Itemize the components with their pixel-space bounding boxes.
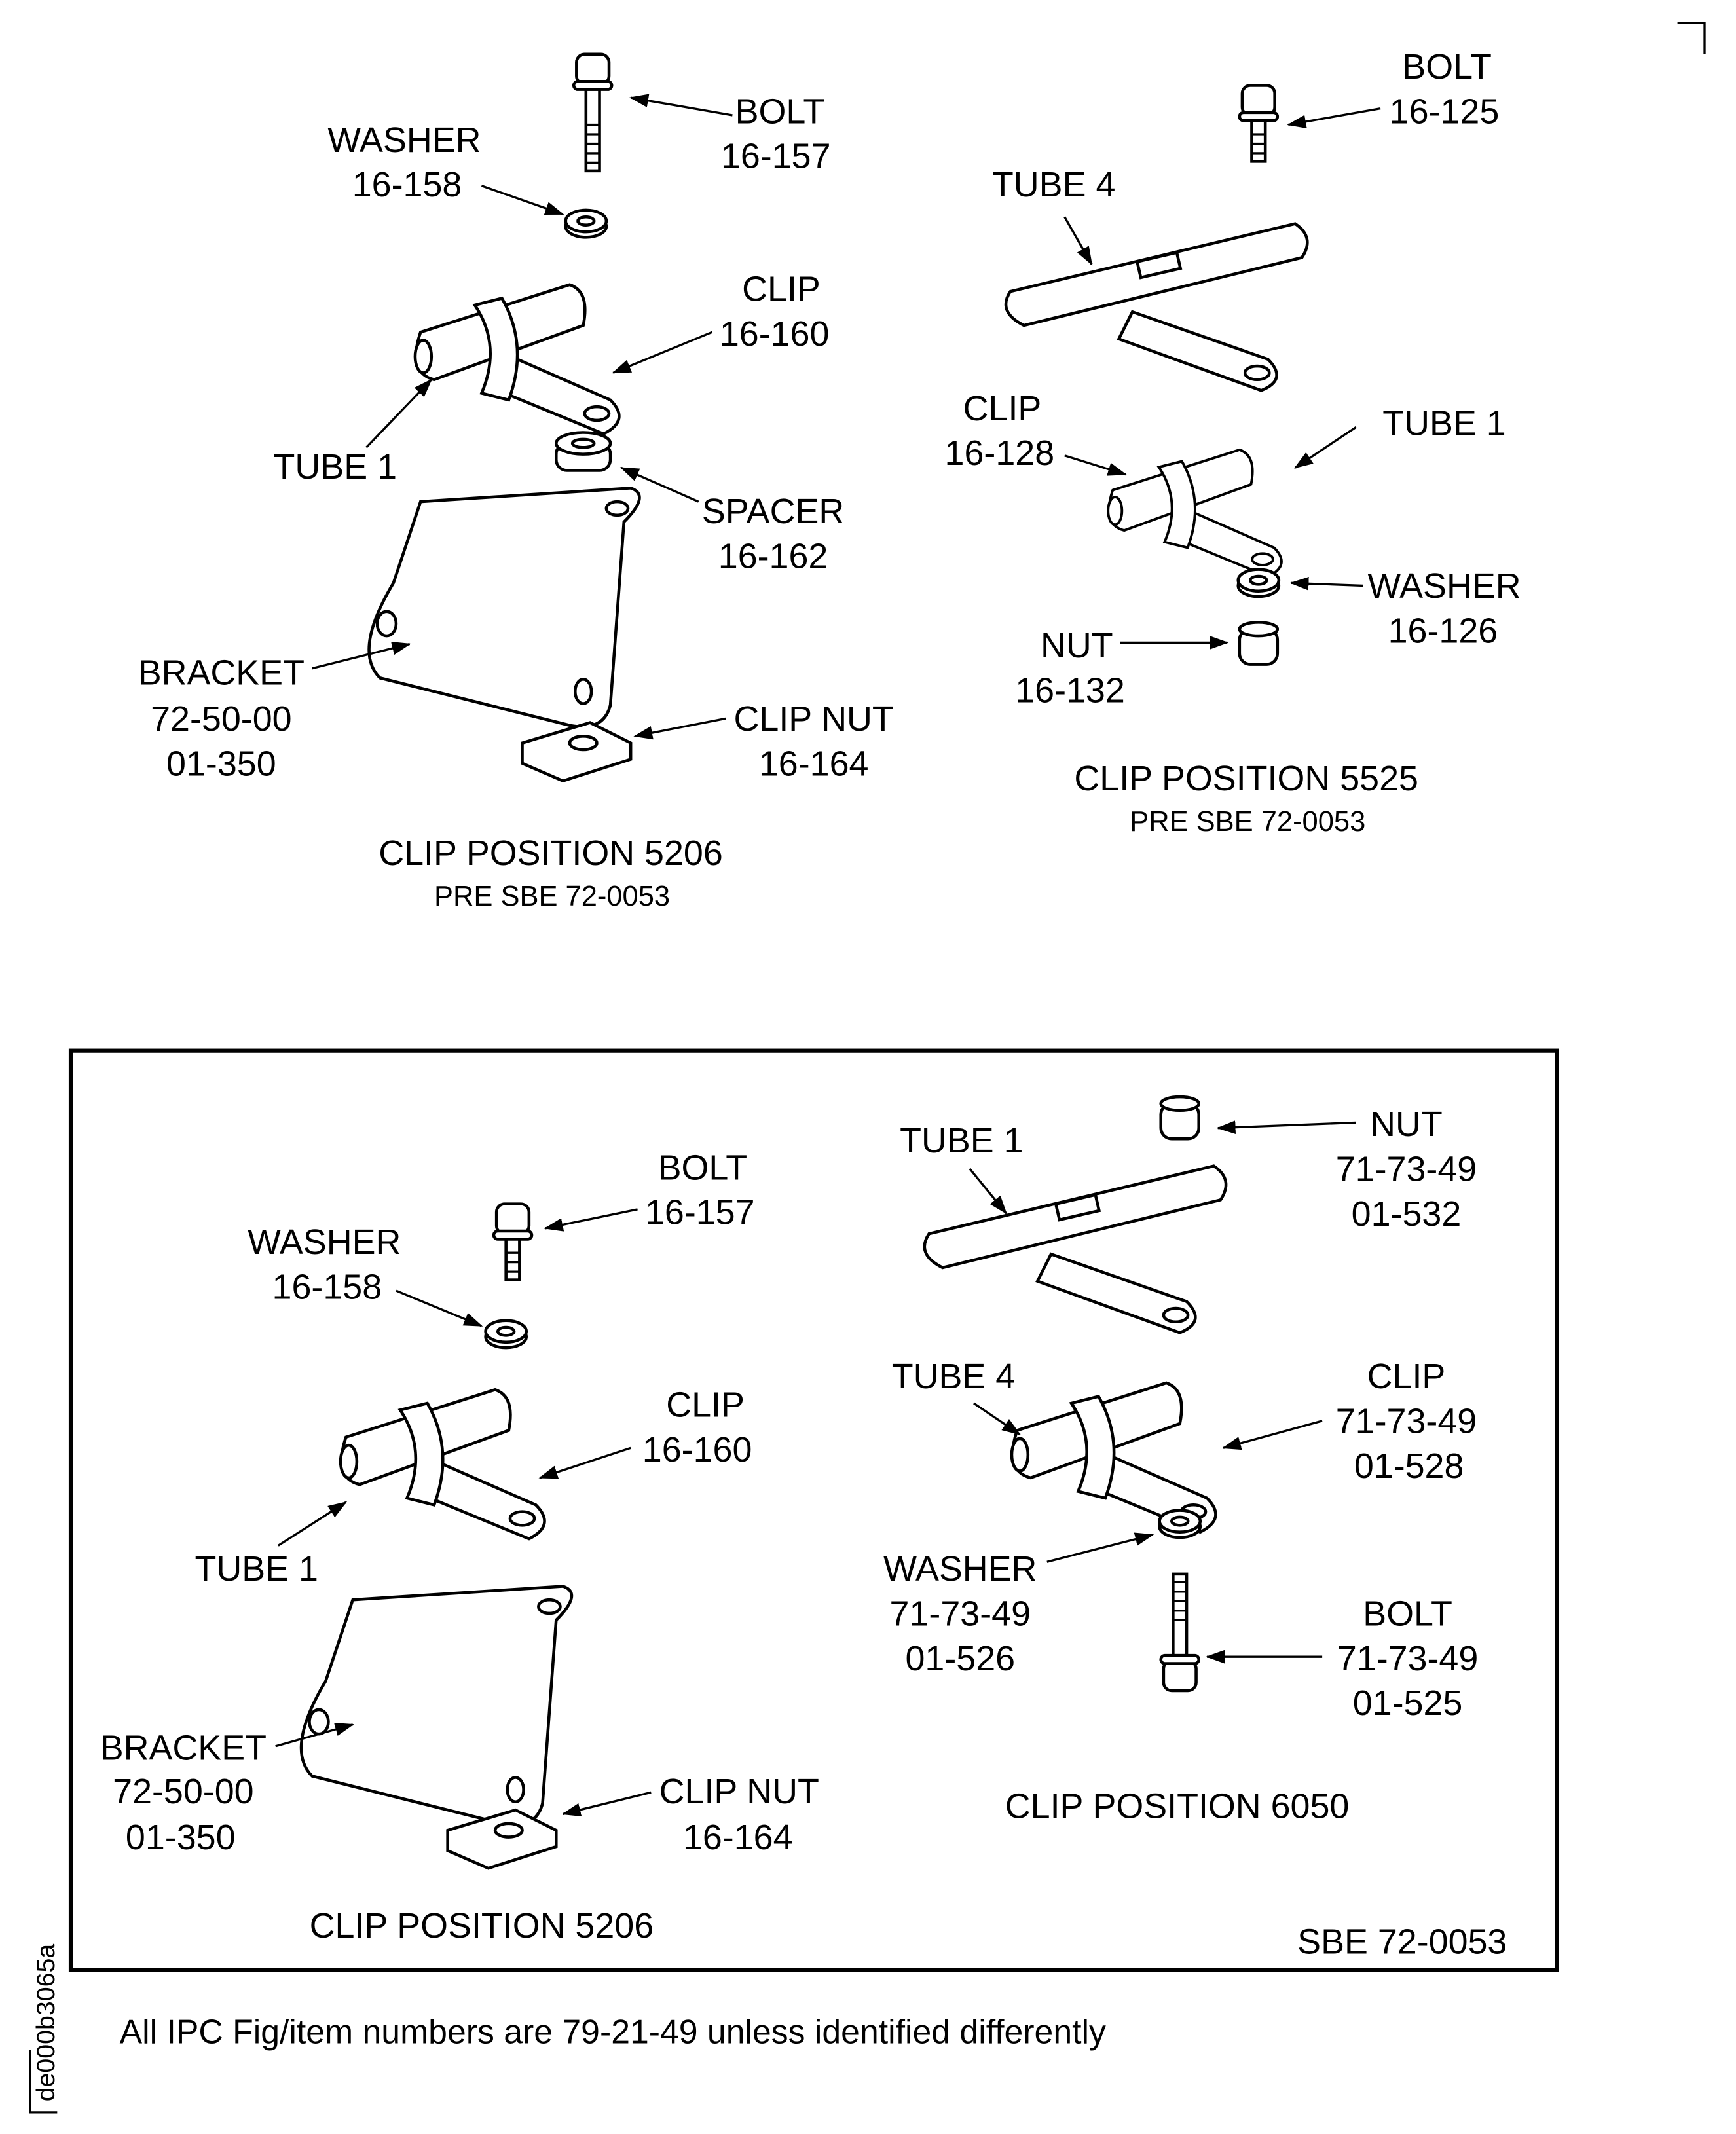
- label-washer: WASHER: [327, 120, 481, 160]
- clip-nut-part: [448, 1810, 557, 1868]
- label-clip-number: 16-160: [720, 314, 830, 354]
- label-washer: WASHER: [1367, 566, 1521, 606]
- label-bracket-number: 72-50-00: [151, 699, 291, 739]
- label-clip-nut-number: 16-164: [759, 744, 869, 783]
- label-nut-item: 01-532: [1352, 1194, 1462, 1234]
- label-clip: CLIP: [963, 389, 1042, 428]
- clip-nut-part: [523, 723, 631, 781]
- clip-with-tube-part: [1107, 448, 1283, 578]
- clip-with-tube-part: [415, 285, 619, 434]
- label-tube: TUBE 1: [194, 1549, 318, 1589]
- nut-part: [1161, 1097, 1199, 1139]
- label-nut-number: 16-132: [1015, 671, 1125, 710]
- clip-position-5206-pre-sbe: WASHER 16-158 BOLT 16-157 CLIP 16-160 TU…: [138, 54, 894, 912]
- corner-crop-mark: [1677, 22, 1706, 54]
- washer-part: [566, 210, 606, 237]
- bolt-part-inverted: [1161, 1574, 1199, 1691]
- label-bolt-number: 71-73-49: [1337, 1639, 1478, 1678]
- clip-position-6050: TUBE 1 NUT 71-73-49 01-532 TUBE 4 CLIP 7…: [883, 1097, 1478, 1826]
- label-bracket-item: 01-350: [126, 1818, 236, 1857]
- washer-part: [486, 1321, 526, 1348]
- label-washer-number: 16-158: [352, 165, 462, 204]
- label-bolt: BOLT: [1402, 47, 1492, 86]
- bolt-part: [1240, 85, 1278, 161]
- label-washer-number: 16-126: [1388, 611, 1498, 650]
- label-bracket: BRACKET: [100, 1729, 267, 1768]
- label-clip-nut-number: 16-164: [683, 1818, 793, 1857]
- clip-position-5206-post-sbe: BOLT 16-157 WASHER 16-158 CLIP 16-160 TU…: [100, 1148, 819, 1945]
- label-tube-1: TUBE 1: [1382, 404, 1505, 443]
- label-nut-number: 71-73-49: [1336, 1149, 1477, 1188]
- label-tube: TUBE 1: [274, 447, 397, 487]
- clip-with-tube-part: [341, 1389, 544, 1539]
- label-spacer-number: 16-162: [718, 537, 828, 576]
- label-clip-nut: CLIP NUT: [659, 1772, 819, 1811]
- label-bracket-item: 01-350: [166, 744, 276, 783]
- sbe-frame: [68, 1048, 1559, 1972]
- label-bolt: BOLT: [658, 1148, 748, 1187]
- label-clip: CLIP: [1367, 1357, 1446, 1396]
- figure-id: de000b3065a: [31, 1944, 60, 2102]
- caption: CLIP POSITION 5206: [379, 834, 723, 873]
- bolt-part: [494, 1204, 532, 1280]
- label-clip: CLIP: [666, 1386, 745, 1425]
- spacer-part: [556, 432, 610, 470]
- caption: CLIP POSITION 6050: [1005, 1787, 1350, 1826]
- label-spacer: SPACER: [702, 492, 844, 531]
- label-nut: NUT: [1041, 626, 1113, 665]
- footer-note: All IPC Fig/item numbers are 79-21-49 un…: [120, 2012, 1106, 2050]
- label-tube-1: TUBE 1: [900, 1121, 1023, 1160]
- label-tube-4: TUBE 4: [892, 1357, 1015, 1396]
- label-bolt: BOLT: [1363, 1594, 1452, 1634]
- subcaption: PRE SBE 72-0053: [434, 881, 670, 912]
- bracket-part: [301, 1587, 572, 1825]
- subcaption: PRE SBE 72-0053: [1130, 806, 1365, 837]
- label-washer-item: 01-526: [905, 1639, 1015, 1678]
- label-clip-item: 01-528: [1354, 1446, 1464, 1486]
- nut-part: [1240, 622, 1278, 664]
- label-washer-number: 71-73-49: [890, 1594, 1031, 1634]
- label-bolt-number: 16-125: [1390, 92, 1500, 131]
- label-bolt-number: 16-157: [645, 1193, 755, 1232]
- caption: CLIP POSITION 5525: [1074, 759, 1418, 798]
- washer-part: [1160, 1511, 1200, 1537]
- label-bolt-item: 01-525: [1353, 1683, 1463, 1723]
- washer-part: [1238, 570, 1279, 597]
- tube-4-part: [1006, 224, 1307, 391]
- label-washer: WASHER: [883, 1549, 1037, 1589]
- label-clip-number: 16-160: [642, 1430, 752, 1469]
- figure-id-mark: [29, 2050, 58, 2114]
- label-washer-number: 16-158: [272, 1268, 382, 1307]
- label-bracket: BRACKET: [138, 653, 305, 693]
- label-bolt: BOLT: [735, 92, 825, 131]
- label-washer: WASHER: [248, 1223, 401, 1262]
- tube-1-part: [925, 1166, 1226, 1333]
- bolt-part: [574, 54, 612, 171]
- label-clip: CLIP: [742, 270, 821, 309]
- sbe-label: SBE 72-0053: [1297, 1922, 1507, 1962]
- label-clip-number: 71-73-49: [1336, 1402, 1477, 1441]
- bracket-part: [369, 488, 640, 726]
- caption: CLIP POSITION 5206: [310, 1906, 654, 1945]
- label-bolt-number: 16-157: [721, 137, 831, 176]
- label-tube-4: TUBE 4: [992, 165, 1115, 204]
- clip-position-5525-pre-sbe: BOLT 16-125 TUBE 4 CLIP 16-128 TUBE 1 WA…: [945, 47, 1521, 837]
- label-nut: NUT: [1370, 1105, 1443, 1144]
- label-clip-nut: CLIP NUT: [734, 699, 894, 739]
- label-clip-number: 16-128: [945, 433, 1055, 473]
- label-bracket-number: 72-50-00: [113, 1772, 253, 1811]
